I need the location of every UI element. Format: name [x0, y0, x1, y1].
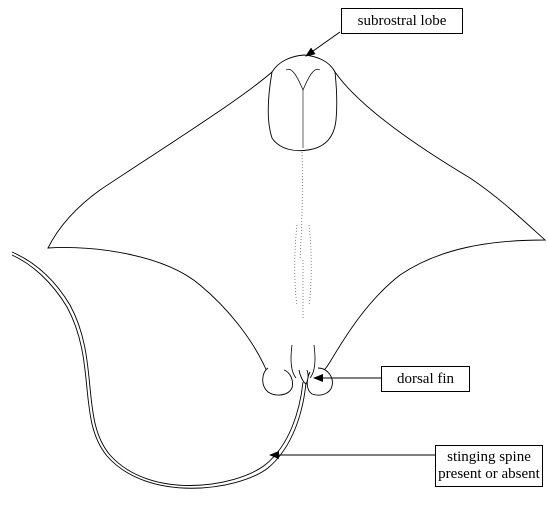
head-lobe — [268, 55, 337, 151]
pelvic-fin-left — [263, 368, 293, 395]
tail-inner — [12, 255, 306, 488]
stinging-spine-line2: present or absent — [436, 466, 542, 483]
pelvic-fin-right — [307, 368, 332, 395]
midline-dots — [300, 152, 302, 260]
stinging-spine-line1: stinging spine — [436, 449, 542, 466]
dorsal-fin-label: dorsal fin — [381, 366, 470, 392]
vertebra-dots-left — [295, 225, 297, 305]
subrostral-lobe-label: subrostral lobe — [341, 8, 463, 34]
tail-outer — [12, 252, 303, 486]
vertebra-dots-right — [309, 225, 311, 305]
subrostral-arrow — [306, 32, 340, 56]
clasper-left — [291, 345, 296, 378]
stinging-spine-label: stinging spine present or absent — [435, 445, 543, 487]
dorsal-fin — [299, 370, 308, 384]
